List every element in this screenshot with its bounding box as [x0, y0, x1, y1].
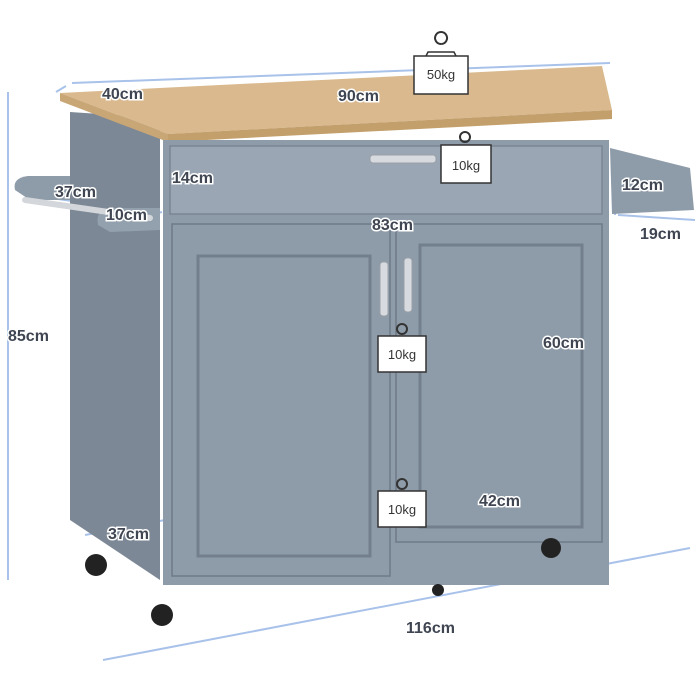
cabinet-width-label: 83cm	[372, 217, 413, 234]
total-width-label: 116cm	[406, 620, 455, 637]
weight-icon	[396, 478, 408, 490]
upper-shelf-weight-badge: 10kg	[377, 323, 427, 373]
top-weight-badge: 50kg	[413, 31, 469, 95]
weight-box	[377, 335, 427, 373]
weight-box	[440, 144, 492, 184]
weight-icon	[396, 323, 408, 335]
towel-bar	[22, 197, 153, 221]
right-door-handle	[403, 257, 413, 313]
drawer-weight-badge: 10kg	[440, 131, 492, 184]
caster-wheels	[85, 538, 561, 626]
wood-top	[60, 66, 612, 134]
weight-box	[413, 55, 469, 95]
towel-bar-length-label: 37cm	[55, 184, 96, 201]
dimension-labels: 40cm 90cm 14cm 37cm 10cm 12cm 19cm 83cm …	[7, 85, 683, 639]
caster-wheel	[541, 538, 561, 558]
caster-wheel	[432, 584, 444, 596]
weight-badges: 50kg 10kg 10kg 10kg	[377, 31, 492, 528]
side-shelf-height-label: 12cm	[622, 177, 663, 194]
wood-top-edge-front	[168, 110, 612, 142]
side-shelf-width-guide	[617, 214, 696, 221]
lower-shelf-weight-text: 10kg	[388, 502, 416, 517]
top-depth-label: 40cm	[102, 86, 143, 103]
drawer-handle	[369, 154, 437, 164]
top-width-guide	[71, 62, 611, 84]
caster-wheel	[151, 604, 173, 626]
side-shelf-width-label: 19cm	[640, 226, 681, 243]
weight-icon	[434, 31, 449, 45]
weight-icon	[459, 131, 471, 143]
door-height-label: 60cm	[543, 335, 584, 352]
side-panel	[70, 112, 160, 580]
top-weight-text: 50kg	[427, 67, 455, 82]
shelf-depth-label: 37cm	[108, 526, 149, 543]
right-door	[395, 223, 603, 543]
left-door-handle	[379, 261, 389, 317]
top-depth-guide	[55, 85, 67, 93]
side-shelf	[610, 148, 694, 214]
wood-top-edge-side	[60, 93, 168, 142]
right-door-panel	[418, 243, 584, 529]
caster-wheel	[85, 554, 107, 576]
top-width-label: 90cm	[338, 88, 379, 105]
shelf-width-label: 42cm	[479, 493, 520, 510]
left-door	[171, 223, 391, 577]
left-door-panel	[196, 254, 372, 558]
weight-box	[377, 490, 427, 528]
total-height-label: 85cm	[8, 328, 49, 345]
towel-bar-bracket-back	[14, 176, 71, 200]
towel-bar-depth-label: 10cm	[106, 207, 147, 224]
drawer-weight-text: 10kg	[452, 158, 480, 173]
upper-shelf-weight-text: 10kg	[388, 347, 416, 362]
drawer-height-label: 14cm	[172, 170, 213, 187]
lower-shelf-weight-badge: 10kg	[377, 478, 427, 528]
